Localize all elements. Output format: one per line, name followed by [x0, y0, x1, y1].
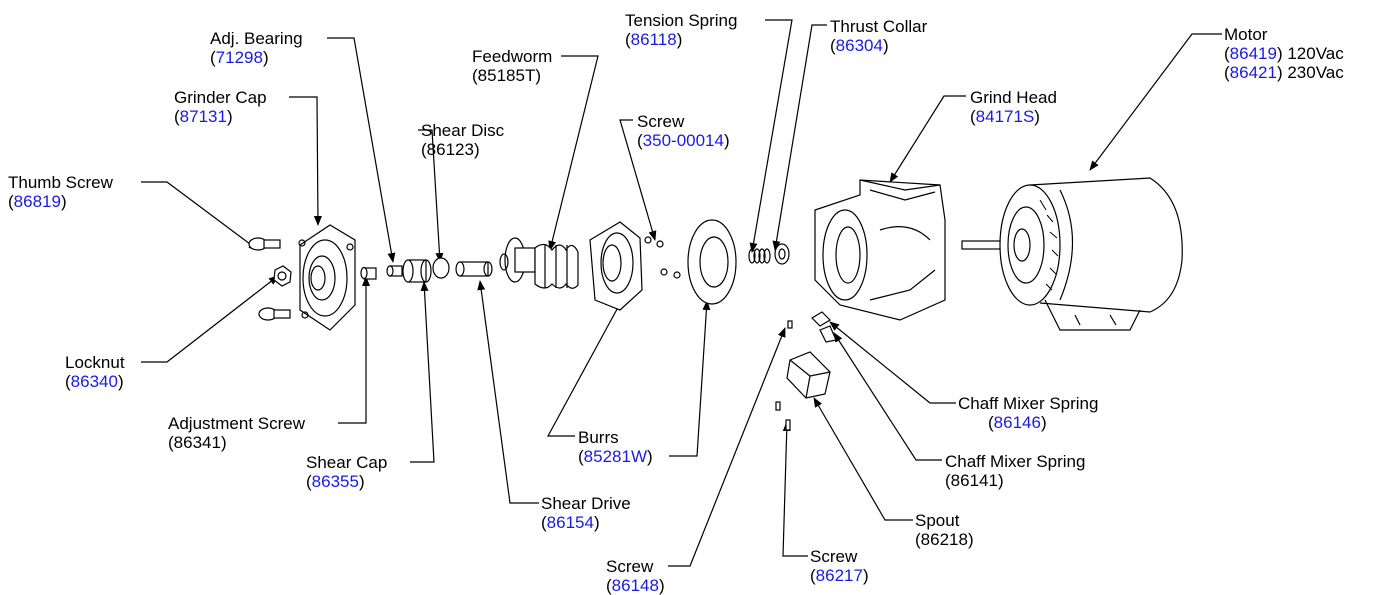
screw-350-part: [644, 236, 681, 279]
label-grinder-cap: Grinder Cap (87131): [174, 88, 267, 126]
part-link[interactable]: 86304: [835, 36, 883, 55]
part-link[interactable]: 86217: [815, 566, 863, 585]
part-link[interactable]: 86819: [13, 192, 61, 211]
leader-lines: [141, 19, 1222, 567]
motor-part: [961, 177, 1183, 331]
thrust-collar-part: [774, 243, 790, 265]
thumb-screw-part: [248, 237, 291, 321]
label-locknut: Locknut (86340): [65, 353, 125, 391]
label-screw-86148: Screw (86148): [606, 557, 665, 595]
label-shear-disc: Shear Disc (86123): [421, 121, 505, 159]
part-link[interactable]: 84171S: [975, 107, 1035, 126]
label-tension-spring: Tension Spring (86118): [625, 11, 738, 49]
label-chaff-mixer-spring-86146: Chaff Mixer Spring (86146): [958, 394, 1099, 432]
shear-disc-part: [432, 257, 450, 279]
tension-spring-part: [748, 248, 771, 264]
label-screw-86217: Screw (86217): [810, 547, 869, 585]
burr-inner-part: [687, 219, 737, 305]
label-chaff-mixer-spring-86141: Chaff Mixer Spring (86141): [945, 452, 1086, 490]
part-link[interactable]: 86154: [546, 513, 594, 532]
part-link[interactable]: 87131: [179, 107, 227, 126]
part-link[interactable]: 86355: [311, 472, 359, 491]
label-feedworm: Feedworm (85185T): [472, 47, 553, 85]
part-link[interactable]: 86421: [1229, 63, 1277, 82]
label-grind-head: Grind Head (84171S): [970, 88, 1057, 126]
spout-part: [786, 351, 831, 399]
label-thrust-collar: Thrust Collar (86304): [830, 17, 928, 55]
part-link[interactable]: 86419: [1229, 44, 1277, 63]
grind-head-part: [814, 179, 946, 321]
shear-cap-part: [402, 259, 432, 283]
grinder-cap-part: [298, 224, 356, 331]
label-shear-drive: Shear Drive (86154): [541, 494, 631, 532]
label-adj-bearing: Adj. Bearing (71298): [210, 29, 303, 67]
shear-drive-part: [455, 261, 493, 277]
label-thumb-screw: Thumb Screw (86819): [8, 173, 113, 211]
locknut-part: [273, 265, 292, 287]
chaff-mixer-spring-part: [811, 311, 837, 343]
part-link[interactable]: 85281W: [583, 447, 647, 466]
adjustment-screw-part: [360, 266, 377, 280]
part-link[interactable]: 86118: [630, 30, 677, 49]
part-link[interactable]: 350-00014: [642, 131, 724, 150]
feedworm-part: [499, 237, 579, 289]
burr-outer-part: [589, 221, 643, 311]
label-burrs: Burrs (85281W): [578, 428, 653, 466]
label-adjustment-screw: Adjustment Screw (86341): [168, 414, 305, 452]
part-link[interactable]: 71298: [215, 48, 263, 67]
part-link[interactable]: 86146: [993, 413, 1041, 432]
label-spout: Spout (86218): [915, 511, 974, 549]
label-motor: Motor (86419) 120Vac (86421) 230Vac: [1224, 25, 1344, 82]
part-link[interactable]: 86148: [611, 576, 659, 595]
label-screw-350: Screw (350-00014): [637, 112, 730, 150]
adj-bearing-part: [386, 265, 403, 277]
screw-spout-part: [775, 320, 793, 431]
part-link[interactable]: 86340: [70, 372, 118, 391]
label-shear-cap: Shear Cap (86355): [306, 453, 388, 491]
